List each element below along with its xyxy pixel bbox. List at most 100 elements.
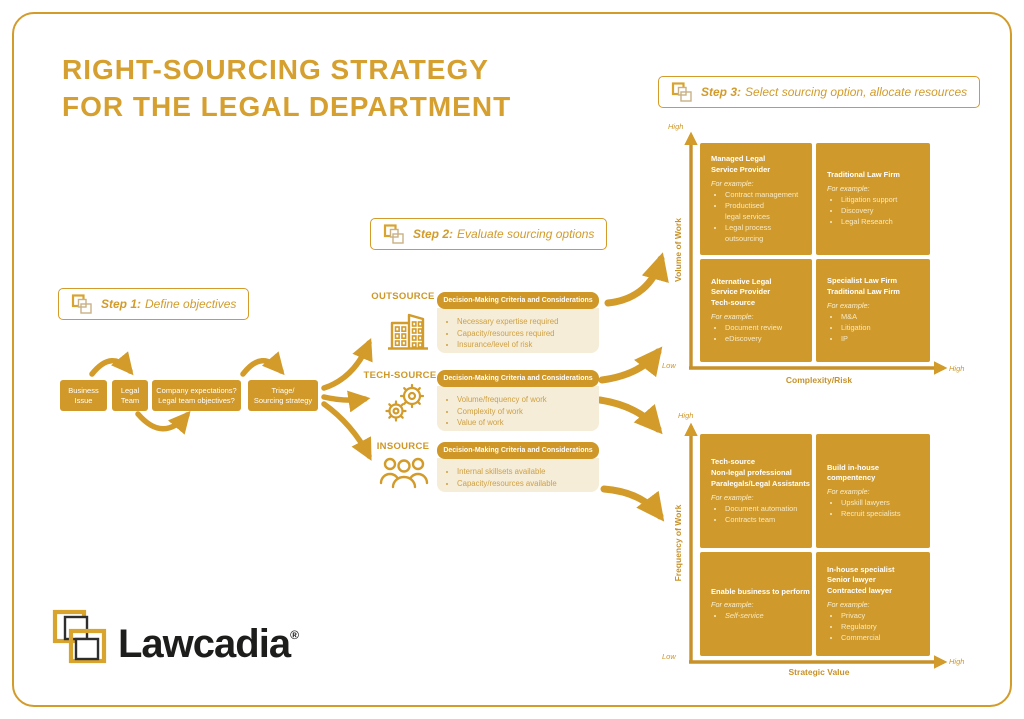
- quadrant-bullets: Litigation supportDiscoveryLegal Researc…: [827, 194, 928, 227]
- step3-text: Step 3:Select sourcing option, allocate …: [701, 85, 968, 99]
- techsource-criteria-body: Volume/frequency of workComplexity of wo…: [437, 386, 599, 431]
- outsource-criteria-header: Decision-Making Criteria and Considerati…: [437, 292, 599, 309]
- step1-label: Step 1:: [101, 297, 142, 311]
- page-title-line1: RIGHT-SOURCING STRATEGY: [62, 54, 489, 85]
- people-icon: [379, 457, 429, 489]
- bullet-item: eDiscovery: [725, 333, 810, 344]
- insource-criteria-header: Decision-Making Criteria and Considerati…: [437, 442, 599, 459]
- techsource-criteria-list: Volume/frequency of workComplexity of wo…: [437, 392, 595, 429]
- quadrant-techsource-paralegals: Tech-source Non-legal professional Paral…: [700, 434, 812, 548]
- bullet-item: M&A: [841, 311, 928, 322]
- quadrant-title: In-house specialist Senior lawyer Contra…: [827, 564, 895, 596]
- quadrant-bullets: Contract managementProductised legal ser…: [711, 189, 810, 245]
- insource-criteria-list: Internal skillsets availableCapacity/res…: [437, 464, 595, 489]
- outsource-label: OUTSOURCE: [371, 291, 435, 302]
- for-example-label: For example:: [827, 487, 870, 497]
- bullet-item: Litigation: [841, 322, 928, 333]
- lawcadia-logo-mark: [52, 609, 107, 664]
- bottom-matrix-x-high-label: High: [949, 657, 965, 666]
- lawcadia-mark-icon: [71, 294, 92, 314]
- page-title: RIGHT-SOURCING STRATEGY FOR THE LEGAL DE…: [62, 52, 511, 126]
- building-icon: [388, 313, 428, 350]
- quadrant-build-inhouse-competency: Build in-house compentency For example: …: [816, 434, 930, 548]
- lawcadia-logo: Lawcadia®: [52, 608, 299, 666]
- quadrant-title: Traditional Law Firm: [827, 170, 900, 180]
- bullet-item: Capacity/resources required: [457, 328, 595, 340]
- quadrant-bullets: Self-service: [711, 610, 810, 621]
- quadrant-specialist-law-firm: Specialist Law Firm Traditional Law Firm…: [816, 259, 930, 362]
- outer-border: [12, 12, 1012, 707]
- quadrant-title: Enable business to perform: [711, 586, 810, 596]
- techsource-label: TECH-SOURCE: [363, 370, 437, 381]
- bullet-item: Complexity of work: [457, 406, 595, 418]
- quadrant-bullets: Upskill lawyersRecruit specialists: [827, 497, 928, 519]
- quadrant-title: Managed Legal Service Provider: [711, 153, 771, 174]
- quadrant-bullets: Document automationContracts team: [711, 503, 810, 525]
- bullet-item: IP: [841, 333, 928, 344]
- flow-box-triage: Triage/ Sourcing strategy: [248, 380, 318, 411]
- quadrant-title: Specialist Law Firm Traditional Law Firm: [827, 276, 900, 297]
- top-matrix-y-axis-label: Volume of Work: [673, 218, 683, 282]
- quadrant-managed-legal-service-provider: Managed Legal Service Provider For examp…: [700, 143, 812, 255]
- bottom-matrix-y-high-label: High: [678, 411, 694, 420]
- quadrant-bullets: PrivacyRegulatoryCommercial: [827, 610, 928, 643]
- quadrant-bullets: M&ALitigationIP: [827, 311, 928, 344]
- outsource-criteria-list: Necessary expertise requiredCapacity/res…: [437, 314, 595, 351]
- step3-box: Step 3:Select sourcing option, allocate …: [658, 76, 981, 108]
- step2-text: Step 2:Evaluate sourcing options: [413, 227, 595, 241]
- quadrant-traditional-law-firm: Traditional Law Firm For example: Litiga…: [816, 143, 930, 255]
- bottom-matrix-x-axis-label: Strategic Value: [788, 667, 850, 677]
- for-example-label: For example:: [711, 178, 754, 188]
- bullet-item: Discovery: [841, 205, 928, 216]
- bullet-item: Capacity/resources available: [457, 478, 595, 490]
- step1-box: Step 1:Define objectives: [58, 288, 250, 320]
- step1-text: Step 1:Define objectives: [101, 297, 237, 311]
- step2-label: Step 2:: [413, 227, 454, 241]
- for-example-label: For example:: [711, 600, 754, 610]
- bullet-item: Productised legal services: [725, 200, 810, 222]
- quadrant-title: Tech-source Non-legal professional Paral…: [711, 457, 810, 488]
- for-example-label: For example:: [711, 492, 754, 502]
- bullet-item: Privacy: [841, 610, 928, 621]
- bullet-item: Regulatory: [841, 621, 928, 632]
- lawcadia-logo-text: Lawcadia®: [118, 622, 299, 667]
- bullet-item: Upskill lawyers: [841, 497, 928, 508]
- logo-name: Lawcadia: [118, 622, 291, 666]
- bullet-item: Value of work: [457, 417, 595, 429]
- top-matrix-x-axis-label: Complexity/Risk: [785, 375, 853, 385]
- quadrant-title: Alternative Legal Service Provider Tech-…: [711, 276, 772, 308]
- bullet-item: Contract management: [725, 189, 810, 200]
- bullet-item: Insurance/level of risk: [457, 339, 595, 351]
- insource-criteria-body: Internal skillsets availableCapacity/res…: [437, 458, 599, 492]
- quadrant-title: Build in-house compentency: [827, 462, 880, 483]
- techsource-criteria-header: Decision-Making Criteria and Considerati…: [437, 370, 599, 387]
- bullet-item: Recruit specialists: [841, 508, 928, 519]
- bullet-item: Document automation: [725, 503, 810, 514]
- bullet-item: Litigation support: [841, 194, 928, 205]
- quadrant-bullets: Document revieweDiscovery: [711, 322, 810, 344]
- bottom-matrix-y-axis-label: Frequency of Work: [673, 504, 683, 582]
- page-title-line2: FOR THE LEGAL DEPARTMENT: [62, 90, 512, 122]
- registered-mark: ®: [290, 627, 299, 642]
- bottom-matrix-y-low-label: Low: [662, 652, 676, 661]
- step3-label: Step 3:: [701, 85, 742, 99]
- insource-label: INSOURCE: [376, 441, 430, 452]
- bullet-item: Necessary expertise required: [457, 316, 595, 328]
- quadrant-inhouse-specialist: In-house specialist Senior lawyer Contra…: [816, 552, 930, 656]
- outsource-criteria-body: Necessary expertise requiredCapacity/res…: [437, 308, 599, 353]
- flow-box-business-issue: Business Issue: [60, 380, 107, 411]
- bullet-item: Legal process outsourcing: [725, 222, 810, 244]
- flow-box-company-expectations: Company expectations? Legal team objecti…: [152, 380, 241, 411]
- bullet-item: Commercial: [841, 632, 928, 643]
- bullet-item: Self-service: [725, 610, 810, 621]
- step2-box: Step 2:Evaluate sourcing options: [370, 218, 608, 250]
- lawcadia-mark-icon: [383, 224, 404, 244]
- top-matrix-y-low-label: Low: [662, 361, 676, 370]
- top-matrix-y-high-label: High: [668, 122, 684, 131]
- gears-icon: [385, 383, 425, 422]
- for-example-label: For example:: [827, 184, 870, 194]
- bullet-item: Internal skillsets available: [457, 466, 595, 478]
- top-matrix-x-high-label: High: [949, 364, 965, 373]
- bullet-item: Volume/frequency of work: [457, 394, 595, 406]
- quadrant-enable-business: Enable business to perform For example: …: [700, 552, 812, 656]
